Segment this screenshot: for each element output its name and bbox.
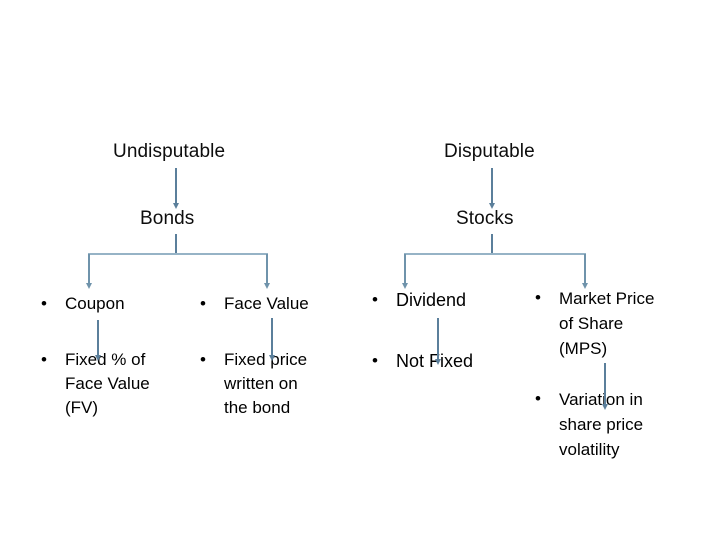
column-spacer xyxy=(372,313,532,349)
connector-arrow-dividend-to-not-fixed xyxy=(435,318,441,365)
bullet-icon: • xyxy=(372,351,378,370)
bullet-column-coupon: • Coupon • Fixed % of Face Value (FV) xyxy=(41,292,191,420)
column-spacer xyxy=(41,316,191,348)
bullet-icon: • xyxy=(41,350,47,369)
list-item: • Coupon xyxy=(41,292,191,316)
bullet-icon: • xyxy=(372,290,378,309)
connector-arrow-undisputable-to-bonds xyxy=(173,168,179,209)
list-item-text: Market Price of Share (MPS) xyxy=(559,289,655,358)
node-label-disputable: Disputable xyxy=(444,141,535,162)
connector-leg-to-dividend xyxy=(402,254,408,289)
list-item-text: Face Value xyxy=(224,294,309,313)
list-item: • Fixed price written on the bond xyxy=(200,348,350,420)
list-item: • Market Price of Share (MPS) xyxy=(535,286,710,361)
connector-arrow-face-value-to-fixed-price xyxy=(269,318,275,361)
list-item: • Fixed % of Face Value (FV) xyxy=(41,348,191,420)
column-spacer xyxy=(200,316,350,348)
bullet-icon: • xyxy=(200,350,206,369)
node-label-undisputable: Undisputable xyxy=(113,141,226,162)
list-item-text: Coupon xyxy=(65,294,125,313)
node-label-stocks: Stocks xyxy=(456,208,514,229)
bullet-icon: • xyxy=(41,294,47,313)
connector-leg-to-market-price xyxy=(582,254,588,289)
connector-arrow-disputable-to-stocks xyxy=(489,168,495,209)
column-spacer xyxy=(535,361,710,387)
bullet-icon: • xyxy=(535,288,541,307)
connector-arrow-coupon-to-fixed-percent xyxy=(95,320,101,361)
connector-arrow-mps-to-variation xyxy=(602,363,608,410)
list-item-text: Fixed % of Face Value (FV) xyxy=(65,350,150,417)
bullet-column-face-value: • Face Value • Fixed price written on th… xyxy=(200,292,350,420)
connector-stem-bonds xyxy=(175,234,177,254)
list-item: • Dividend xyxy=(372,288,532,313)
bullet-column-market-price-of-share: • Market Price of Share (MPS) • Variatio… xyxy=(535,286,710,462)
node-label-bonds: Bonds xyxy=(140,208,195,229)
list-item-text: Dividend xyxy=(396,290,467,310)
bullet-column-dividend: • Dividend • Not Fixed xyxy=(372,288,532,374)
list-item-text: Not Fixed xyxy=(396,351,474,371)
list-item: • Variation in share price volatility xyxy=(535,387,710,462)
list-item: • Not Fixed xyxy=(372,349,532,374)
connector-stem-stocks xyxy=(491,234,493,254)
connector-leg-to-coupon xyxy=(86,254,92,289)
list-item-text: Fixed price written on the bond xyxy=(224,350,308,417)
connector-split-bar-stocks xyxy=(404,253,586,255)
bullet-icon: • xyxy=(200,294,206,313)
list-item-text: Variation in share price volatility xyxy=(559,390,644,459)
bullet-icon: • xyxy=(535,389,541,408)
list-item: • Face Value xyxy=(200,292,350,316)
connector-split-bar-bonds xyxy=(88,253,268,255)
connector-leg-to-face-value xyxy=(264,254,270,289)
